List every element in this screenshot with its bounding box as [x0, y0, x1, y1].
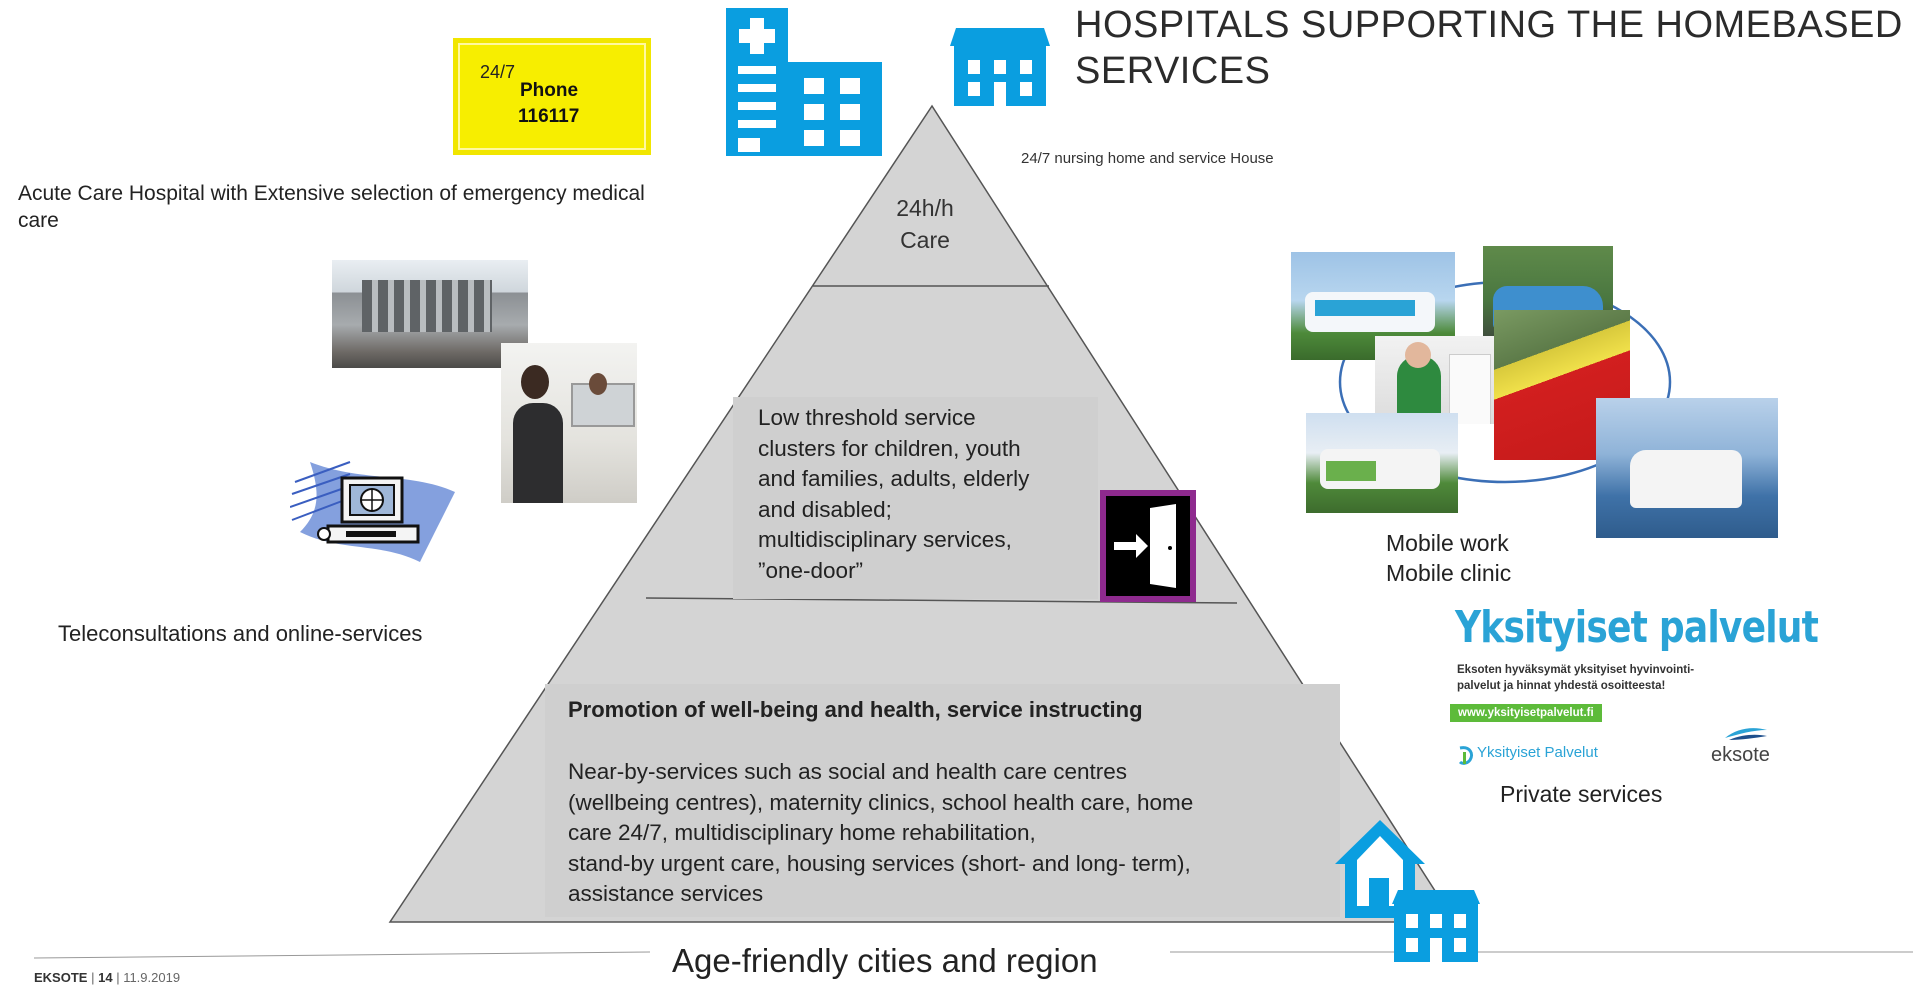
middle-text-box: [733, 397, 1098, 599]
mobile-nurse-photo: [1375, 336, 1495, 424]
description-line: palvelut ja hinnat yhdestä osoitteesta!: [1457, 680, 1666, 692]
mobile-work-label: Mobile work: [1386, 530, 1509, 556]
middle-line: multidisciplinary services,: [758, 527, 1012, 552]
computer-icon: [290, 461, 455, 562]
bottom-text-box: [545, 684, 1340, 917]
care-line-2: Care: [900, 227, 950, 253]
phone-box: [453, 38, 651, 155]
phone-hours: 24/7: [480, 62, 516, 82]
yksityiset-logo-icon: [1458, 746, 1474, 765]
hospital-building-icon: [726, 8, 882, 156]
bottom-line: assistance services: [568, 881, 764, 906]
footer-rule-left: [33, 951, 651, 959]
bottom-line: stand-by urgent care, housing services (…: [568, 850, 1191, 876]
door-exit-icon: [1100, 490, 1196, 602]
phone-number: 116117: [518, 106, 580, 127]
yksityiset-brand-label: Yksityiset Palvelut: [1477, 744, 1598, 761]
phone-label: Phone: [520, 80, 579, 101]
base-caption: Age-friendly cities and region: [672, 942, 1098, 979]
pyramid-top-label: 24h/h Care: [870, 192, 980, 256]
page-title: HOSPITALS SUPPORTING THE HOMEBASED SERVI…: [1075, 4, 1903, 92]
middle-tier-text: Low threshold service clusters for child…: [758, 403, 1098, 586]
care-line-1: 24h/h: [896, 195, 954, 221]
acute-care-label: Acute Care Hospital with Extensive selec…: [18, 182, 645, 232]
footer-separator: |: [116, 970, 124, 985]
footer-page-number: 14: [98, 970, 113, 985]
nursing-home-label: 24/7 nursing home and service House: [1021, 150, 1274, 167]
mobile-clinic-label: Mobile clinic: [1386, 560, 1512, 586]
eksote-logo: eksote: [1711, 744, 1770, 766]
description-line: Eksoten hyväksymät yksityiset hyvinvoint…: [1457, 664, 1695, 676]
teleconsultations-label: Teleconsultations and online-services: [58, 621, 423, 646]
bottom-tier-title: Promotion of well-being and health, serv…: [568, 697, 1143, 722]
footer-org: EKSOTE: [34, 970, 88, 985]
middle-line: Low threshold service: [758, 405, 976, 430]
teleconsultation-photo: [501, 343, 637, 503]
bottom-line: (wellbeing centres), maternity clinics, …: [568, 789, 1194, 815]
private-services-caption: Private services: [1500, 781, 1663, 807]
eksote-swoosh-icon: [1725, 728, 1767, 740]
service-house-icon: [950, 28, 1050, 106]
bottom-line: Near-by-services such as social and heal…: [568, 759, 1128, 784]
middle-line: ”one-door”: [758, 557, 864, 583]
bottom-line: care 24/7, multidisciplinary home rehabi…: [568, 820, 1036, 845]
motorhome-photo: [1596, 398, 1778, 538]
mobile-clinic-van-photo: [1306, 413, 1458, 513]
middle-line: and disabled;: [758, 496, 892, 522]
private-services-heading: Yksityiset palvelut: [1455, 602, 1819, 653]
middle-line: clusters for children, youth: [758, 435, 1021, 461]
hospital-photo: [332, 260, 528, 368]
private-services-description: Eksoten hyväksymät yksityiset hyvinvoint…: [1457, 662, 1757, 694]
apartment-icon: [1392, 890, 1480, 962]
footer-date: 11.9.2019: [123, 970, 181, 985]
middle-line: and families, adults, elderly: [758, 466, 1030, 491]
private-services-url[interactable]: www.yksityisetpalvelut.fi: [1450, 704, 1602, 722]
footer-separator: |: [91, 970, 99, 985]
bottom-tier-text: Near-by-services such as social and heal…: [568, 757, 1328, 910]
mobile-label: Mobile work Mobile clinic: [1386, 528, 1511, 588]
footer: EKSOTE | 14 | 11.9.2019: [34, 970, 180, 985]
